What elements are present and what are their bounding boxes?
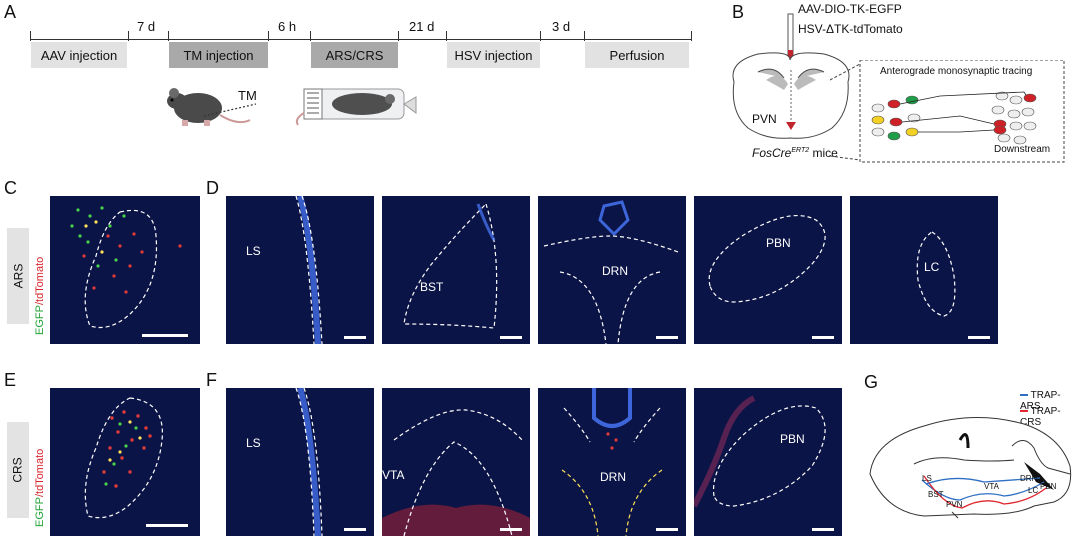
panel-label-d: D bbox=[206, 178, 219, 198]
virus-2-label: HSV-ΔTK-tdTomato bbox=[798, 22, 903, 36]
restraint-tube-illustration bbox=[295, 88, 417, 126]
timeline-interval: 6 h bbox=[278, 19, 297, 34]
downstream-label: Downstream bbox=[994, 144, 1051, 155]
scale-bar bbox=[656, 336, 678, 339]
timeline-interval: 21 d bbox=[409, 19, 435, 34]
image-d-bst: BST bbox=[382, 196, 530, 344]
region-label-drn: DRN bbox=[600, 470, 626, 484]
timeline-tick bbox=[398, 31, 399, 41]
scale-bar bbox=[142, 334, 188, 337]
scale-bar bbox=[968, 336, 990, 339]
timeline-tick bbox=[310, 31, 311, 41]
panel-label-a: A bbox=[4, 2, 17, 22]
timeline-tick bbox=[268, 31, 269, 41]
timeline-step-perfusion: Perfusion bbox=[585, 42, 689, 68]
pvn-label: PVN bbox=[752, 112, 777, 126]
mice-name: FosCre bbox=[752, 146, 792, 160]
timeline-tick bbox=[540, 31, 541, 41]
panel-label-g: G bbox=[864, 372, 879, 392]
scale-bar bbox=[344, 528, 366, 531]
region-label-ls: LS bbox=[246, 244, 261, 258]
timeline-tick bbox=[691, 31, 692, 41]
legend-ars-swatch bbox=[1020, 394, 1028, 397]
scale-bar bbox=[500, 336, 522, 339]
virus-1-label: AAV-DIO-TK-EGFP bbox=[798, 2, 902, 16]
region-label-pbn: PBN bbox=[766, 236, 791, 250]
image-e-pvn-crs bbox=[50, 388, 200, 536]
scale-bar bbox=[500, 528, 522, 531]
scale-bar bbox=[344, 336, 366, 339]
g-label-bst: BST bbox=[928, 490, 944, 499]
region-label-bst: BST bbox=[420, 280, 444, 294]
timeline-step-tm: TM injection bbox=[169, 42, 268, 68]
scale-bar bbox=[656, 528, 678, 531]
mouse-injection-illustration bbox=[167, 88, 257, 126]
timeline-tick bbox=[584, 31, 585, 41]
brain-section-illustration bbox=[732, 13, 850, 139]
row-tag-ars: ARS bbox=[7, 228, 29, 324]
image-f-drn: DRN bbox=[538, 388, 686, 536]
tracing-title: Anterograde monosynaptic tracing bbox=[880, 66, 1033, 77]
timeline-step-aav: AAV injection bbox=[31, 42, 127, 68]
image-d-lc: LC bbox=[850, 196, 998, 344]
g-label-vta: VTA bbox=[984, 482, 999, 491]
region-label-lc: LC bbox=[924, 260, 940, 274]
panel-label-f: F bbox=[206, 370, 217, 390]
image-f-vta: VTA bbox=[382, 388, 530, 536]
channel-label-ars: EGFP/tdTomato bbox=[34, 256, 46, 335]
tm-label: TM bbox=[238, 88, 257, 103]
g-label-lc: LC bbox=[1028, 486, 1039, 495]
panel-label-e: E bbox=[4, 370, 17, 390]
timeline-tick bbox=[446, 31, 447, 41]
image-f-pbn: PBN bbox=[694, 388, 842, 536]
timeline-tick bbox=[168, 31, 169, 41]
legend-crs-swatch bbox=[1020, 410, 1028, 413]
image-c-pvn-ars bbox=[50, 196, 200, 344]
image-d-pbn: PBN bbox=[694, 196, 842, 344]
g-label-ls: LS bbox=[922, 474, 932, 483]
mice-label: FosCreERT2 mice bbox=[752, 146, 838, 160]
scale-bar bbox=[812, 336, 834, 339]
region-label-vta: VTA bbox=[382, 468, 405, 482]
g-label-pbn: PBN bbox=[1040, 482, 1057, 491]
timeline-interval: 7 d bbox=[137, 19, 156, 34]
panel-label-c: C bbox=[4, 178, 17, 198]
scale-bar bbox=[146, 524, 188, 527]
g-label-pvn: PVN bbox=[946, 500, 963, 509]
timeline-tick bbox=[128, 31, 129, 41]
timeline-interval: 3 d bbox=[552, 19, 571, 34]
image-f-ls: LS bbox=[226, 388, 374, 536]
timeline-step-stress: ARS/CRS bbox=[311, 42, 398, 68]
timeline-step-hsv: HSV injection bbox=[447, 42, 540, 68]
legend-crs: TRAP-CRS bbox=[1020, 406, 1061, 428]
tracing-inset bbox=[830, 60, 1065, 163]
region-label-drn: DRN bbox=[602, 264, 628, 278]
channel-label-crs: EGFP/tdTomato bbox=[34, 448, 46, 527]
mice-superscript: ERT2 bbox=[791, 147, 810, 154]
panel-label-b: B bbox=[732, 2, 745, 22]
timeline-tick bbox=[30, 31, 31, 41]
scale-bar bbox=[812, 528, 834, 531]
g-label-drn: DRN bbox=[1020, 474, 1038, 483]
region-label-pbn: PBN bbox=[780, 432, 805, 446]
legend-ars: TRAP-ARS bbox=[1020, 390, 1061, 412]
image-d-drn: DRN bbox=[538, 196, 686, 344]
region-label-ls: LS bbox=[246, 436, 261, 450]
timeline-axis bbox=[30, 39, 692, 40]
image-d-ls: LS bbox=[226, 196, 374, 344]
sagittal-brain-diagram bbox=[869, 416, 1072, 519]
row-tag-crs: CRS bbox=[7, 422, 29, 518]
